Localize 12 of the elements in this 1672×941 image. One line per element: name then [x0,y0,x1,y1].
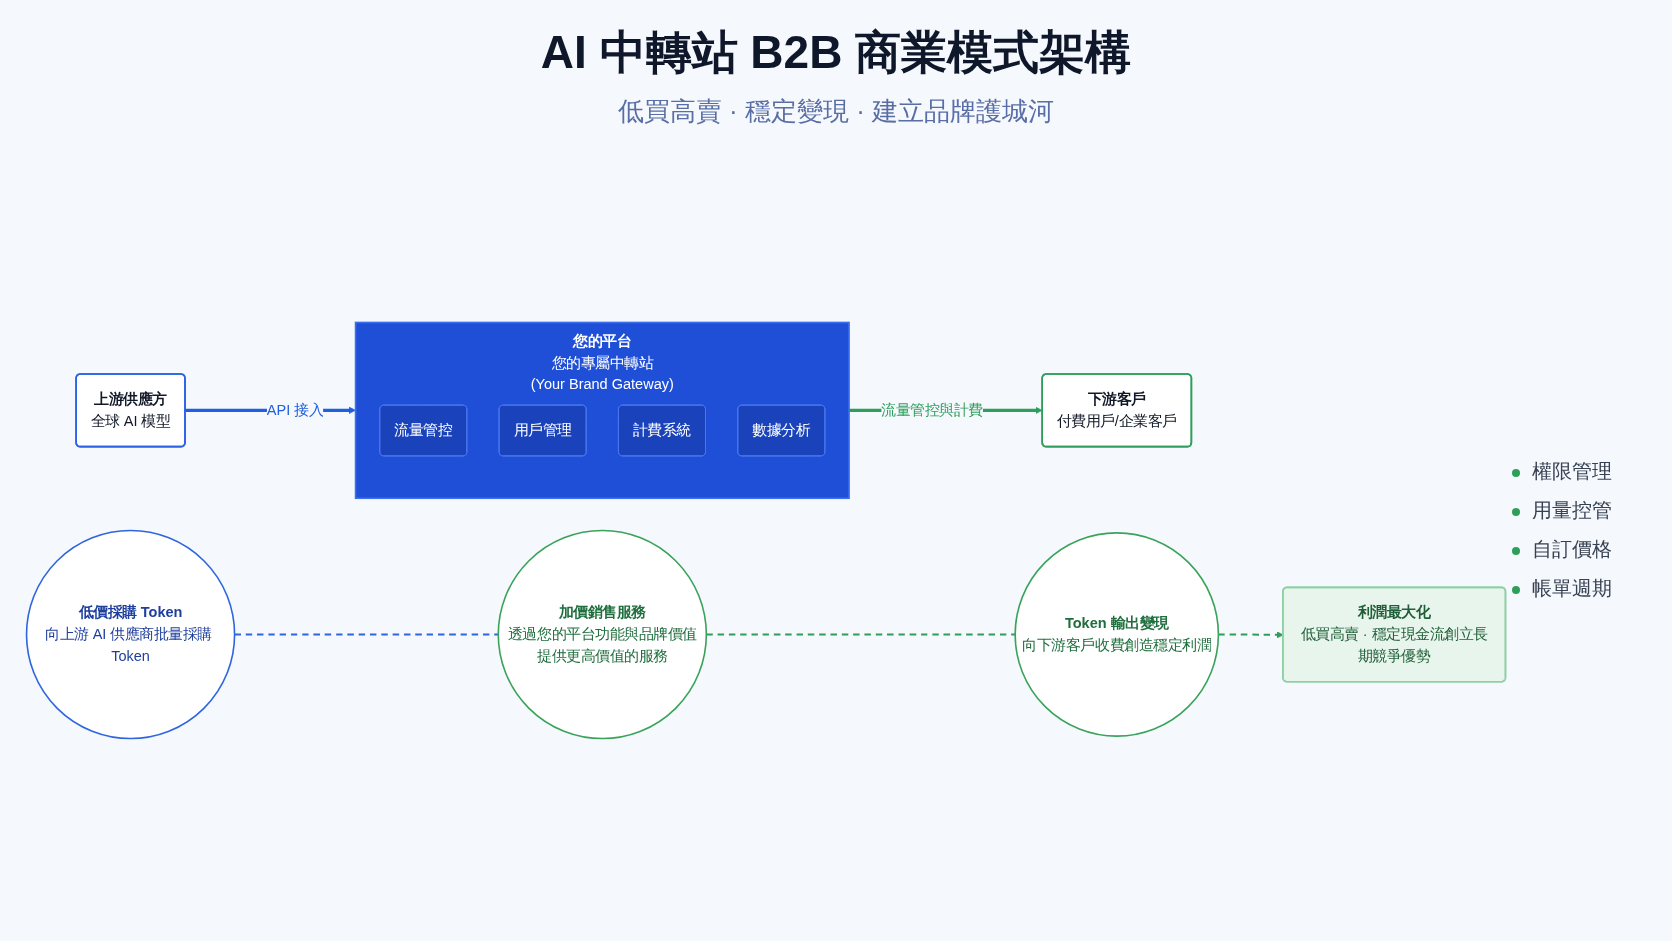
subtitle: 低買高賣 · 穩定變現 · 建立品牌護城河 [617,95,1055,128]
diagram-title: AI 中轉站 B2B 商業模式架構 [540,25,1132,80]
list-item-text: 自訂價格 [1532,538,1612,560]
connector [234,633,499,636]
list-item-text: 用量控管 [1532,499,1612,521]
node-circle: 加價銷售服務 透過您的平台功能與品牌價值提供更高價值的服務 [497,529,708,739]
node-circle: Token 輸出變現 向下游客戶收費創造穩定利潤 [1014,531,1220,737]
connector [706,633,1016,636]
list-item-text: 帳單週期 [1532,577,1612,599]
list-item-text: 權限管理 [1532,460,1612,482]
node-circle: 低價採購 Token 向上游 AI 供應商批量採購 Token [25,529,236,739]
edge-label: API 接入 [266,401,324,418]
